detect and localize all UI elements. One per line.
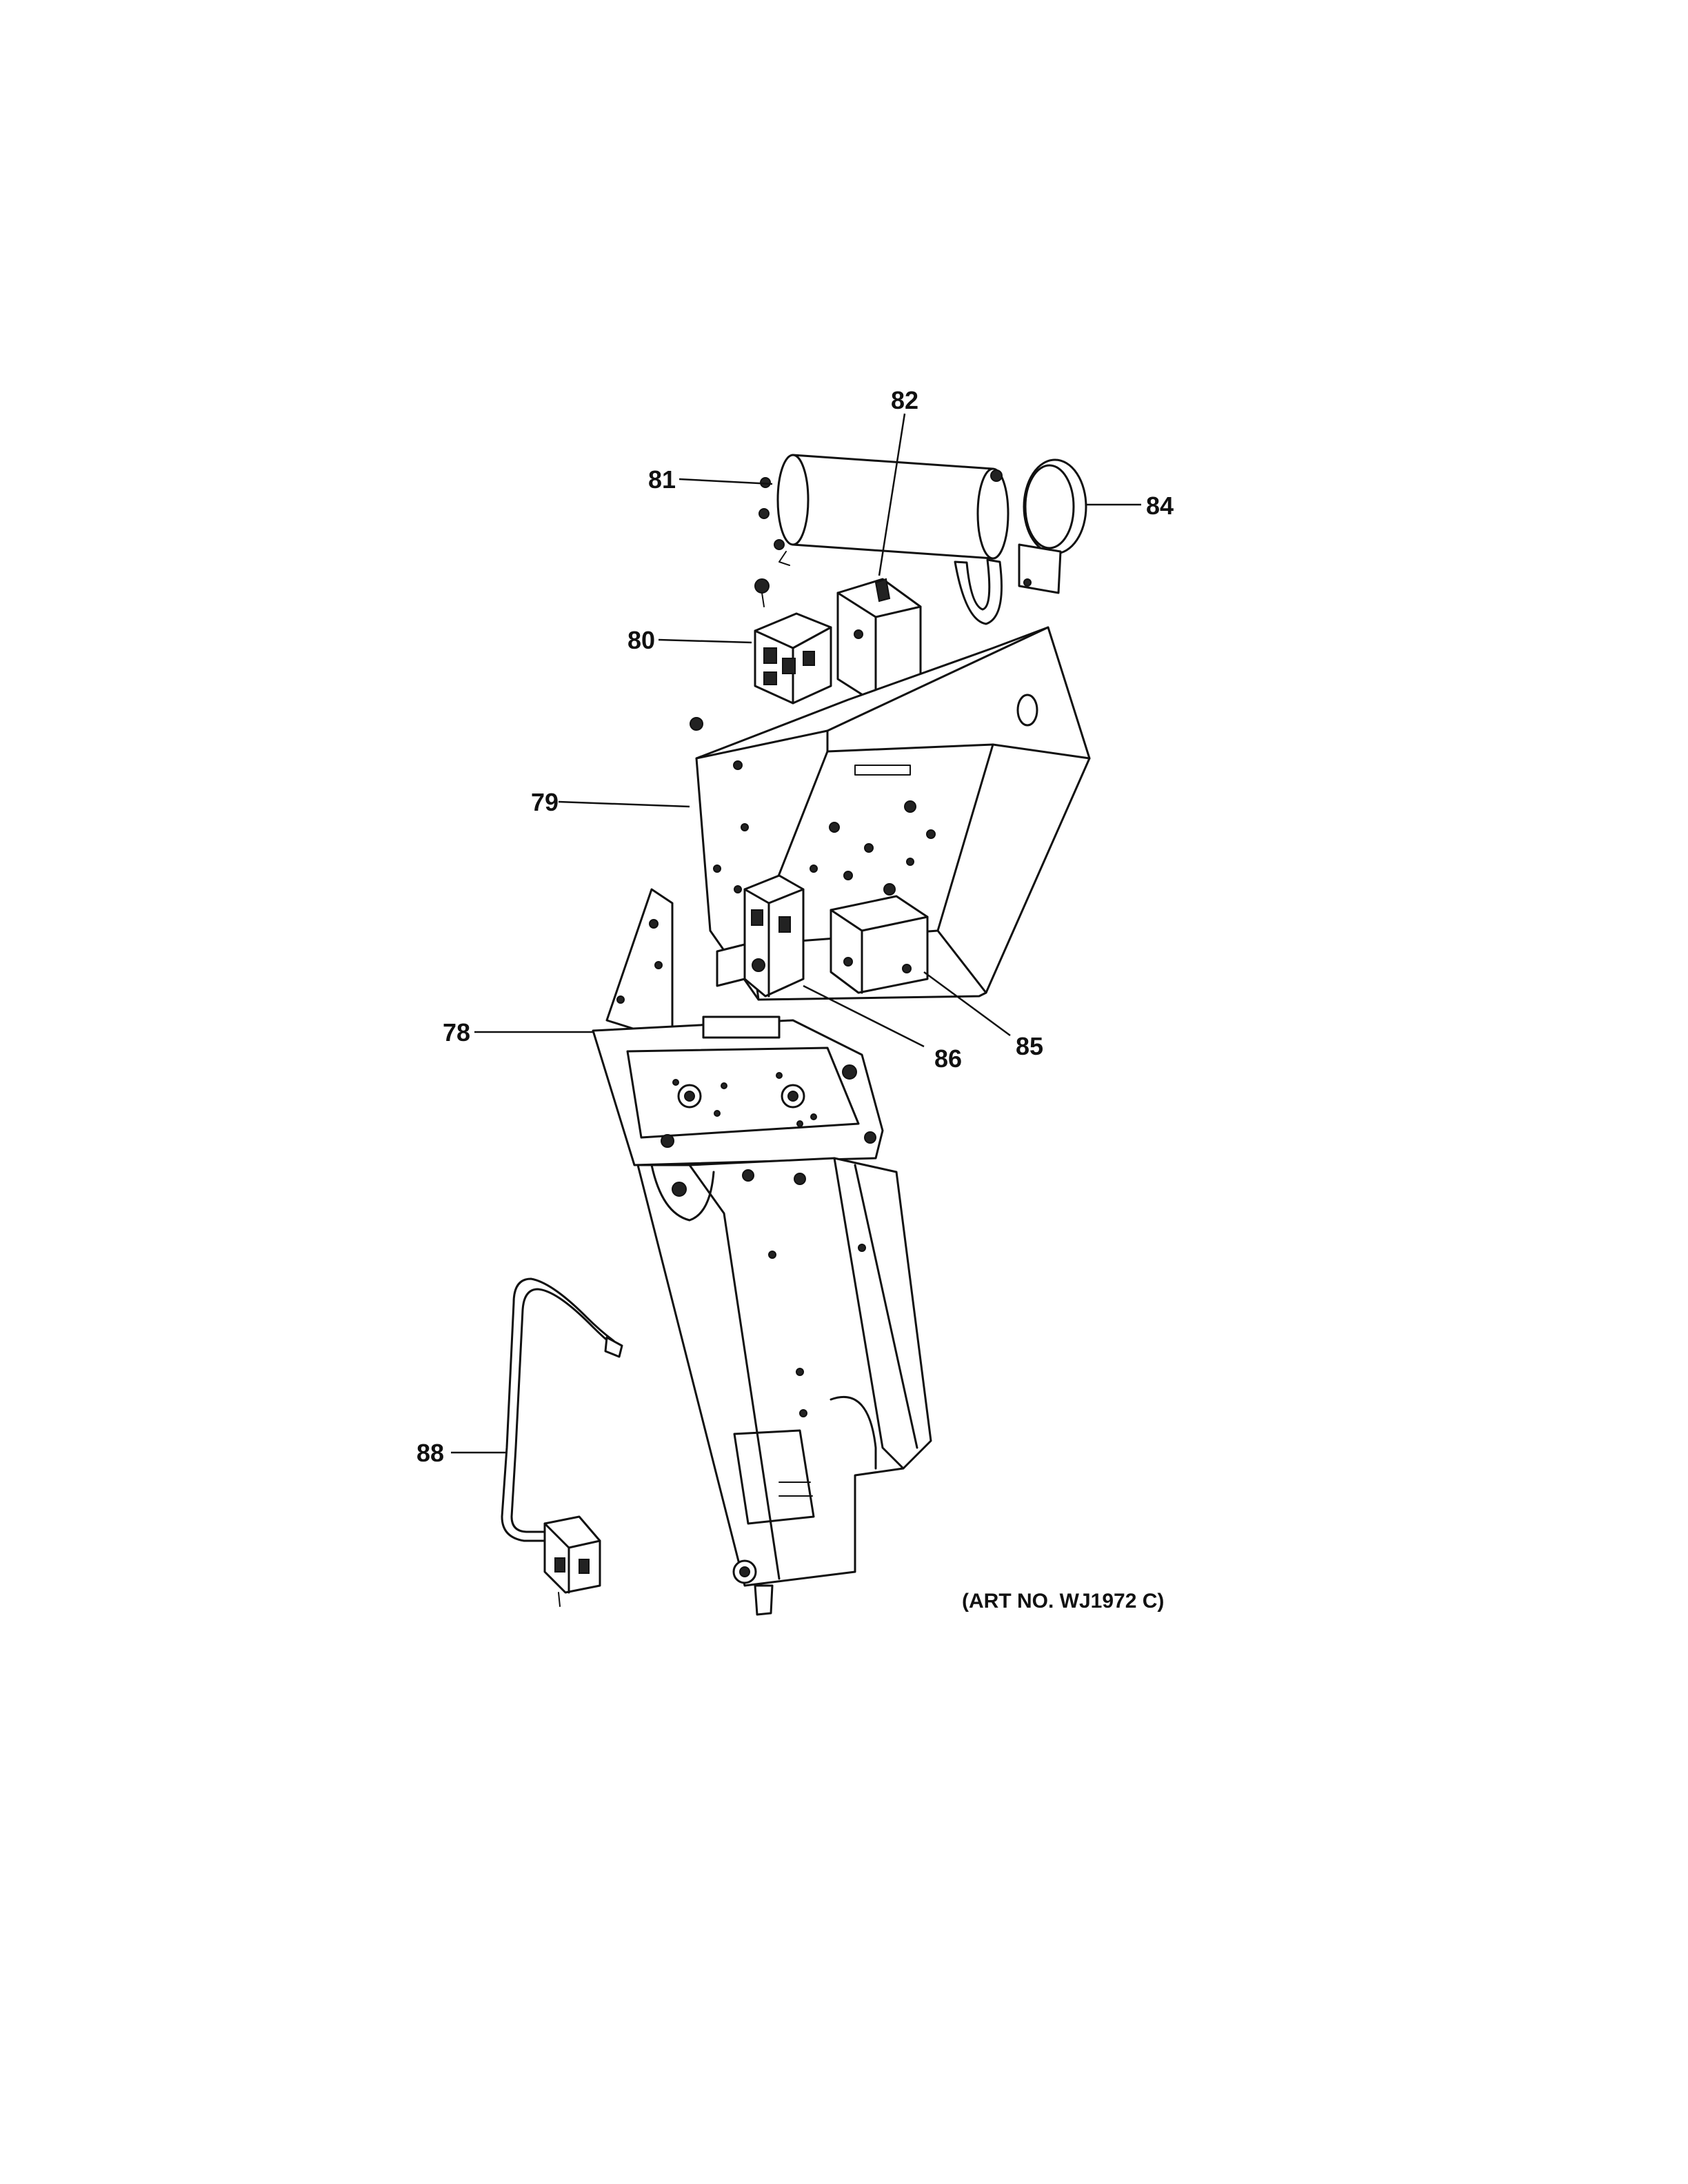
callout-79: 79 <box>531 788 559 816</box>
callout-88: 88 <box>416 1439 444 1467</box>
art-number: (ART NO. WJ1972 C) <box>962 1590 1164 1612</box>
part-78-mounting-bracket <box>592 888 932 1616</box>
part-82-relay <box>836 578 922 705</box>
callout-82: 82 <box>891 386 918 414</box>
callout-84: 84 <box>1146 492 1174 520</box>
part-88-wire-harness <box>501 1277 623 1607</box>
callout-81: 81 <box>648 465 676 494</box>
callout-80: 80 <box>627 626 655 654</box>
callout-labels: 81 82 84 80 79 78 86 85 88 <box>416 386 1174 1467</box>
part-81-capacitor <box>758 454 1009 566</box>
leader-lines <box>451 413 1141 1454</box>
callout-85: 85 <box>1016 1032 1043 1060</box>
part-86-switch <box>716 874 805 998</box>
callout-86: 86 <box>934 1044 962 1073</box>
callout-78: 78 <box>443 1018 470 1046</box>
part-84-capacitor-strap <box>954 458 1087 625</box>
part-85-overload-protector <box>830 895 929 994</box>
part-79-control-box <box>690 626 1091 1001</box>
part-80-terminal-block <box>754 578 832 705</box>
